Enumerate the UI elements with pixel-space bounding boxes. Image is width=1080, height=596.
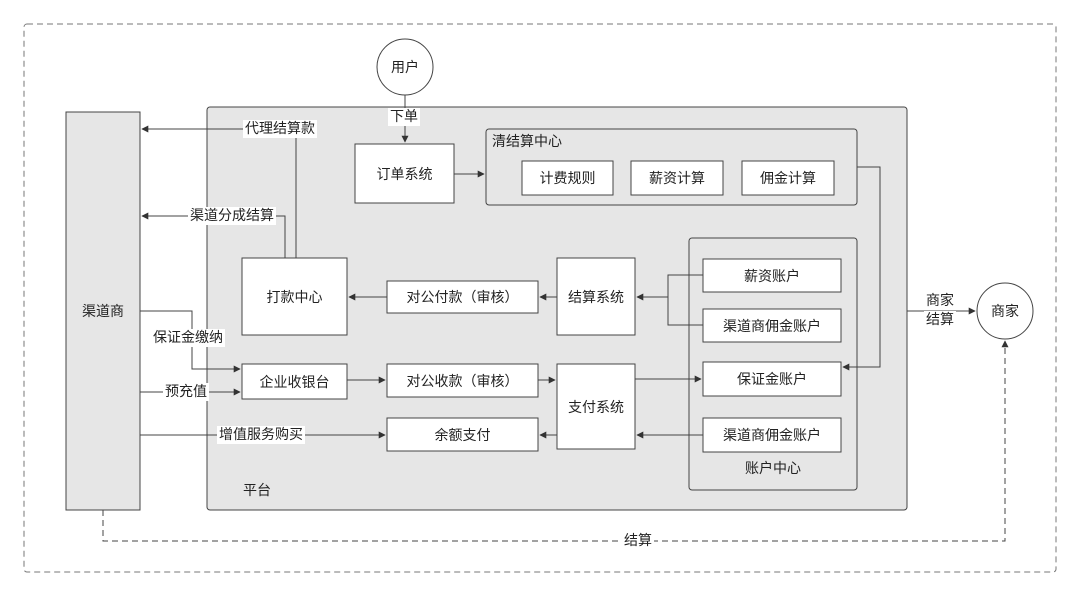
payment-system-label: 支付系统 bbox=[568, 399, 624, 416]
place-order-label: 下单 bbox=[388, 108, 420, 126]
settlement-label: 结算 bbox=[622, 532, 654, 550]
account-center-label: 账户中心 bbox=[745, 461, 801, 477]
corp-receipt-box bbox=[386, 363, 539, 398]
corp-receipt-label: 对公收款（审核） bbox=[406, 373, 519, 390]
order-system-box bbox=[354, 143, 455, 204]
edge-salary-account-to-settlement bbox=[636, 274, 703, 301]
enterprise-cashier-label: 企业收银台 bbox=[259, 374, 330, 391]
deposit-payment-label: 保证金缴纳 bbox=[151, 329, 225, 347]
deposit-account-box bbox=[702, 361, 842, 397]
outer-frame bbox=[23, 23, 1057, 573]
edge-settlement-dashed bbox=[102, 340, 1009, 542]
merchant-label: 商家 bbox=[991, 304, 1019, 320]
payout-center-label: 打款中心 bbox=[266, 289, 323, 306]
enterprise-cashier-box bbox=[241, 363, 348, 400]
edge-channel-account-to-settlement bbox=[667, 297, 703, 326]
salary-calc-box bbox=[630, 160, 724, 196]
settlement-system-label: 结算系统 bbox=[568, 289, 624, 306]
agent-settlement-label: 代理结算款 bbox=[243, 120, 317, 138]
merchant-circle bbox=[976, 282, 1034, 340]
fee-rules-box bbox=[521, 160, 614, 196]
channel-label: 渠道商 bbox=[82, 304, 124, 320]
settlement-system-box bbox=[556, 257, 636, 336]
channel-commission-account-1-label: 渠道商佣金账户 bbox=[723, 318, 821, 335]
balance-payment-box bbox=[386, 417, 539, 452]
merchant-settlement-label-1: 商家 bbox=[924, 292, 956, 310]
salary-account-box bbox=[702, 258, 842, 293]
user-label: 用户 bbox=[391, 60, 419, 76]
clearing-center-label: 清结算中心 bbox=[492, 134, 562, 150]
prepaid-label: 预充值 bbox=[163, 383, 209, 401]
channel-commission-account-2-label: 渠道商佣金账户 bbox=[723, 428, 821, 444]
channel-revenue-share-label: 渠道分成结算 bbox=[188, 207, 276, 225]
salary-account-label: 薪资账户 bbox=[744, 268, 800, 285]
edge-clearing-to-deposit bbox=[842, 166, 881, 371]
order-system-label: 订单系统 bbox=[376, 166, 433, 183]
commission-calc-box bbox=[741, 160, 835, 196]
fee-rules-label: 计费规则 bbox=[539, 171, 596, 187]
commission-calc-label: 佣金计算 bbox=[760, 171, 816, 187]
corp-payment-label: 对公付款（审核） bbox=[406, 290, 519, 306]
balance-payment-label: 余额支付 bbox=[434, 427, 491, 444]
payout-center-box bbox=[241, 257, 348, 336]
salary-calc-label: 薪资计算 bbox=[649, 171, 705, 187]
channel-box bbox=[65, 111, 141, 511]
platform-label: 平台 bbox=[243, 483, 271, 499]
payment-system-box bbox=[556, 363, 636, 450]
merchant-settlement-label-2: 结算 bbox=[924, 311, 956, 329]
channel-commission-account-1-box bbox=[702, 308, 842, 343]
value-added-purchase-label: 增值服务购买 bbox=[217, 426, 305, 444]
deposit-account-label: 保证金账户 bbox=[737, 372, 807, 388]
